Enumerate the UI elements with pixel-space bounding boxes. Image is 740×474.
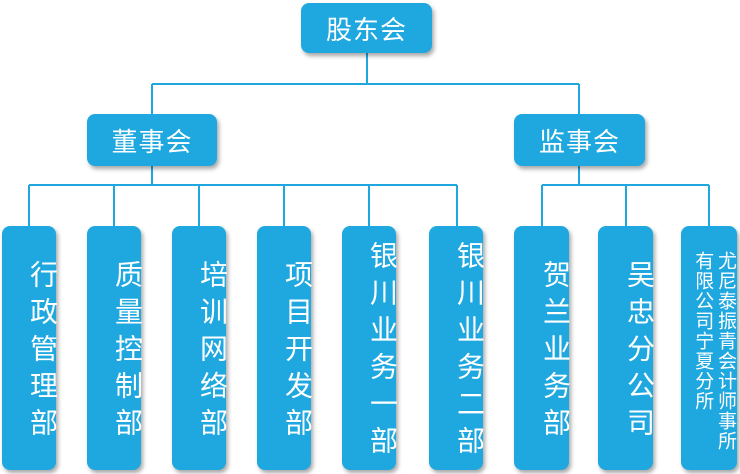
department-label: 银川业务一部: [366, 241, 399, 463]
department-box: 项目开发部: [257, 226, 314, 470]
shareholders-meeting-label: 股东会: [325, 15, 407, 46]
department-label: 吴忠分公司: [623, 259, 656, 445]
department-label: 行政管理部: [26, 259, 59, 445]
department-label: 质量控制部: [111, 259, 144, 445]
department-box: 吴忠分公司: [598, 226, 656, 470]
board-of-directors-label: 董事会: [111, 127, 193, 158]
shareholders-meeting-box: 股东会: [301, 3, 432, 53]
department-box: 贺兰业务部: [514, 226, 572, 470]
department-label: 尤尼泰振青会计师事所 有限公司宁夏分所: [692, 251, 737, 451]
department-label: 银川业务二部: [453, 241, 486, 463]
supervisory-board-box: 监事会: [514, 114, 645, 166]
department-box: 银川业务二部: [429, 226, 486, 470]
department-box: 尤尼泰振青会计师事所 有限公司宁夏分所: [681, 226, 737, 470]
department-box: 质量控制部: [87, 226, 144, 470]
department-box: 培训网络部: [172, 226, 229, 470]
department-label: 培训网络部: [196, 259, 229, 445]
department-label: 项目开发部: [281, 259, 314, 445]
department-box: 银川业务一部: [342, 226, 399, 470]
board-of-directors-box: 董事会: [87, 114, 217, 166]
department-box: 行政管理部: [2, 226, 59, 470]
supervisory-board-label: 监事会: [538, 127, 620, 158]
department-label: 贺兰业务部: [539, 259, 572, 445]
